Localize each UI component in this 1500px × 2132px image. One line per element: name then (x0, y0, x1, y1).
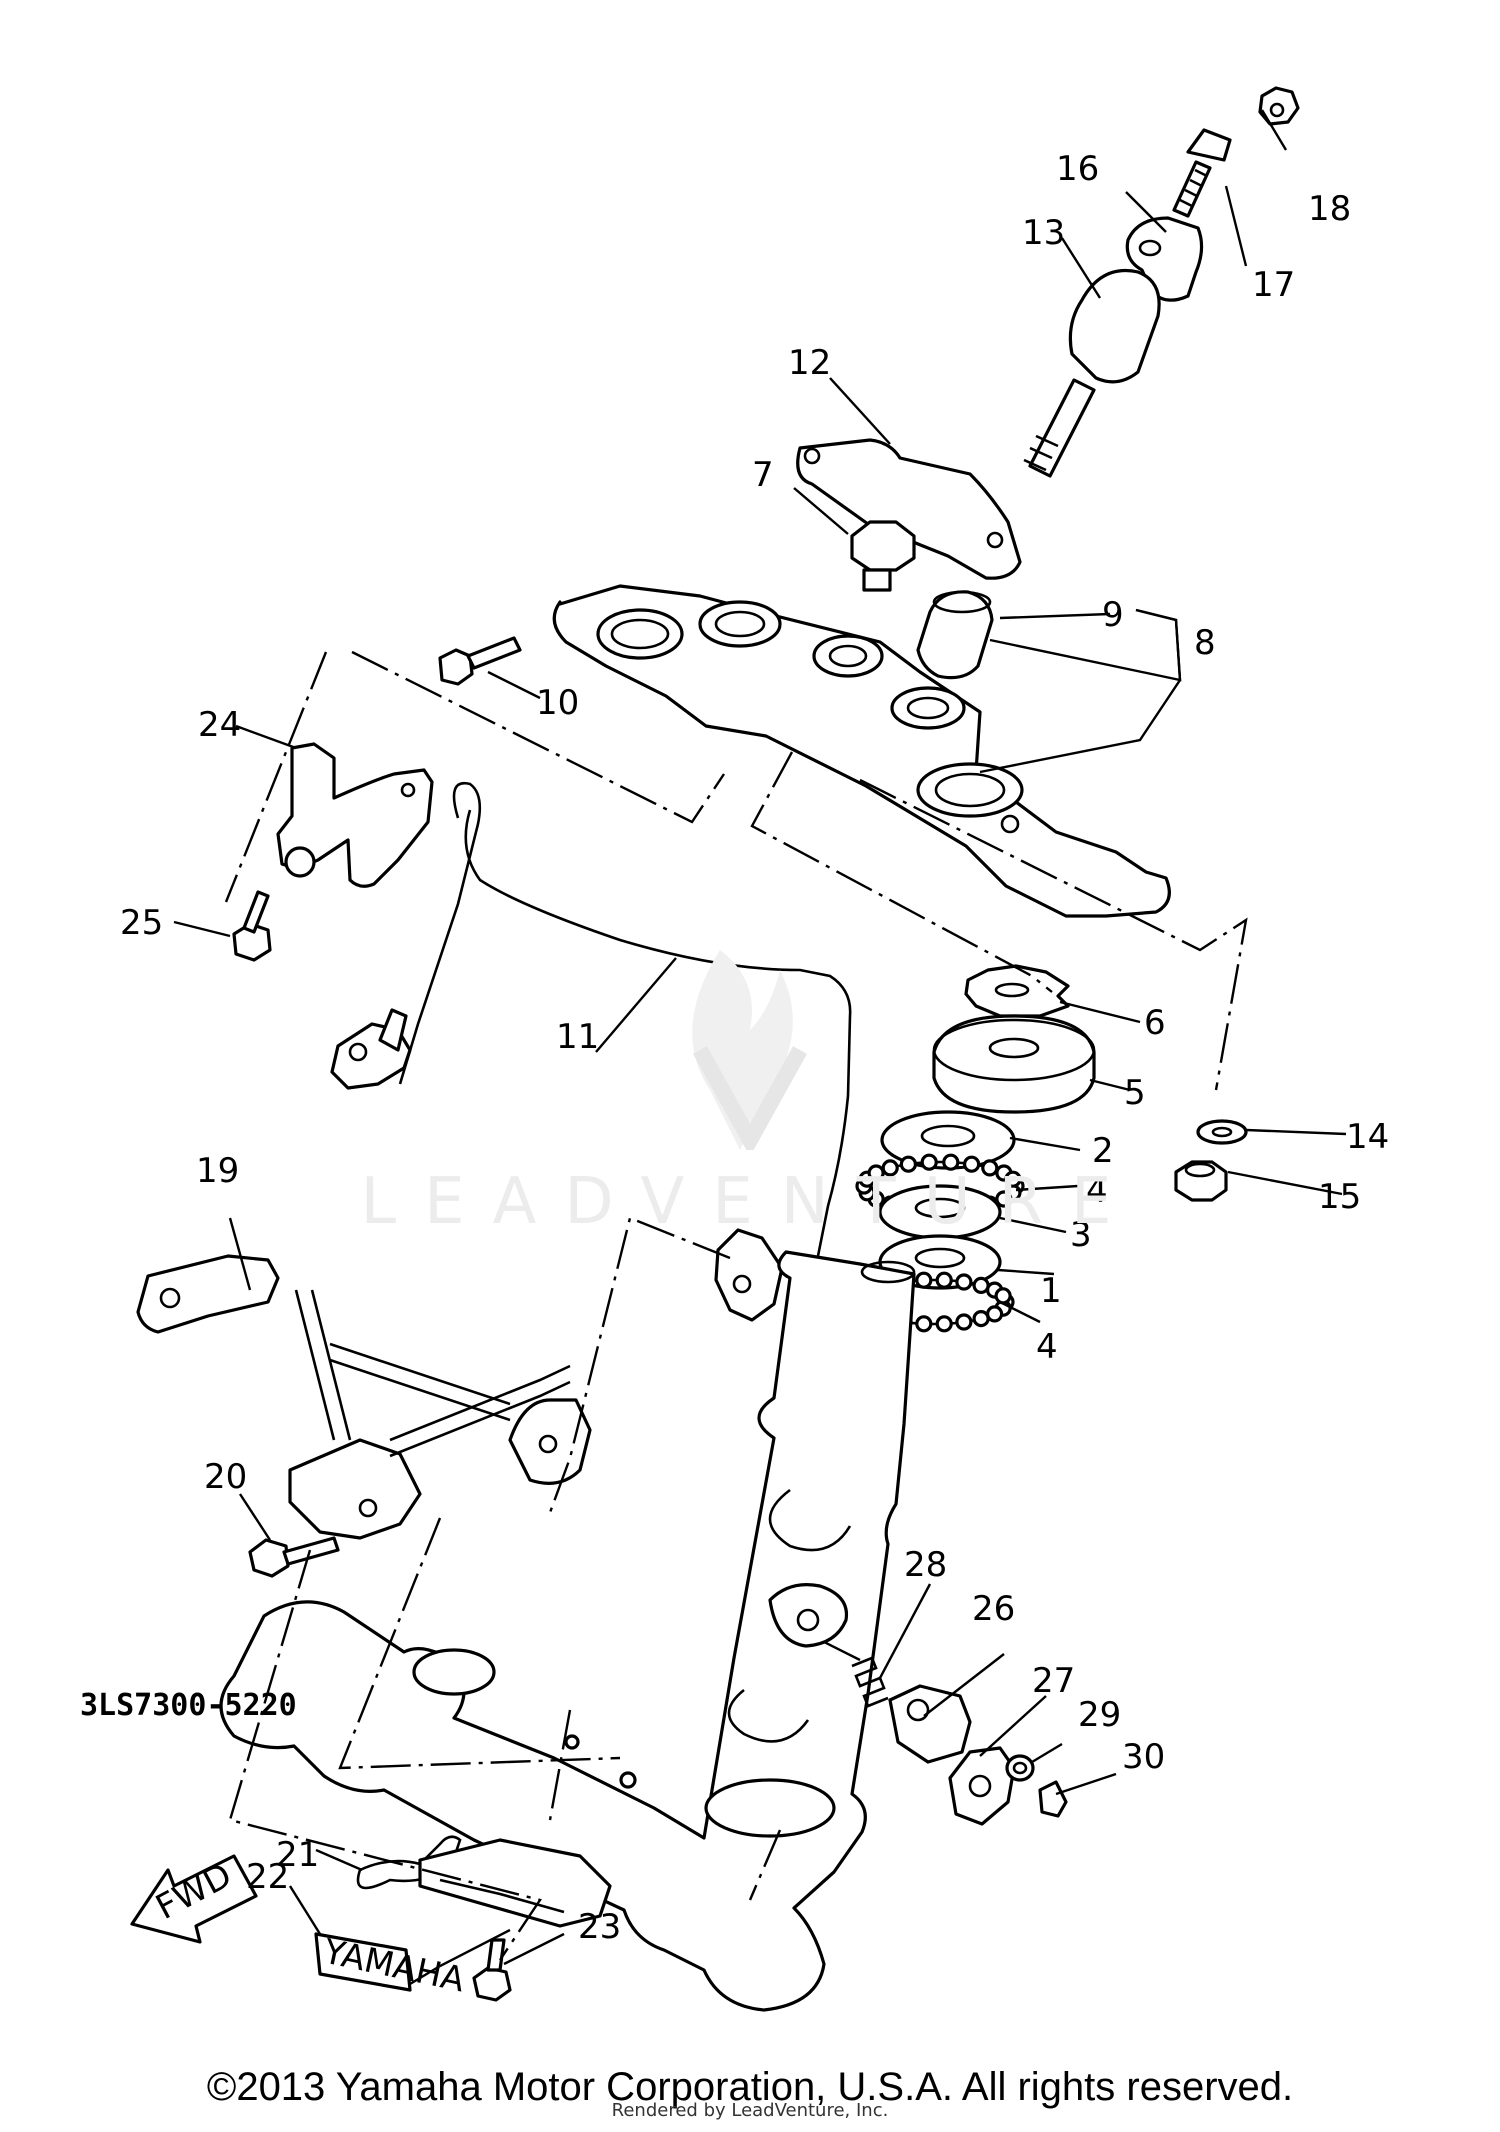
nut-15 (1174, 1160, 1228, 1202)
callout-9: 9 (1102, 595, 1124, 635)
bearing-ball (1004, 1170, 1022, 1188)
callout-12: 12 (788, 343, 831, 383)
callout-2: 2 (1092, 1131, 1114, 1171)
damper-9 (916, 590, 994, 680)
bearing-ball (935, 1315, 953, 1333)
callout-11: 11 (556, 1017, 599, 1057)
callout-28: 28 (904, 1545, 947, 1585)
callout-22: 22 (246, 1857, 289, 1897)
cover-27 (948, 1746, 1016, 1826)
spring-28 (851, 1656, 889, 1708)
bearing-ball (972, 1276, 990, 1295)
plate-12 (796, 438, 1022, 580)
callout-5: 5 (1124, 1073, 1146, 1113)
under-bracket (219, 1250, 916, 2012)
callout-17: 17 (1252, 265, 1295, 305)
callout-21: 21 (276, 1835, 319, 1875)
leader-lines (173, 109, 1347, 1986)
emblem-bracket (418, 1838, 612, 1928)
washer-14 (1196, 1119, 1248, 1145)
callout-10: 10 (536, 683, 579, 723)
bearing-ball (985, 1305, 1004, 1323)
upper-bracket-8 (552, 584, 1171, 918)
callout-14: 14 (1346, 1117, 1389, 1157)
callout-1: 1 (1040, 1271, 1062, 1311)
callout-27: 27 (1032, 1661, 1075, 1701)
bearing-ball (994, 1287, 1012, 1305)
assembly-lines (224, 650, 1248, 1961)
callout-15: 15 (1318, 1177, 1361, 1217)
bearing-ball (972, 1309, 990, 1328)
bearing-ball (867, 1164, 885, 1182)
bearing-ball (955, 1313, 973, 1331)
callout-23: 23 (578, 1907, 621, 1947)
callout-19: 19 (196, 1151, 239, 1191)
callout-13: 13 (1022, 213, 1065, 253)
bearing-ball (920, 1153, 938, 1171)
drawing-number: 3LS7300-5220 (80, 1688, 297, 1723)
callout-4-upper: 4 (1086, 1171, 1108, 1211)
leadventure-watermark-logo (692, 950, 807, 1150)
ring-nut-5 (932, 1014, 1096, 1114)
copyright-notice: ©2013 Yamaha Motor Corporation, U.S.A. A… (206, 2065, 1294, 2109)
callout-18: 18 (1308, 189, 1351, 229)
bolt-20 (248, 1536, 340, 1578)
bearing-ball (881, 1159, 899, 1177)
nut-18 (1258, 86, 1300, 126)
callout-3: 3 (1070, 1215, 1092, 1255)
ring-nut-6 (964, 964, 1070, 1018)
leadventure-watermark-text: LEADVENTURE (360, 1165, 1140, 1239)
callout-24: 24 (198, 705, 241, 745)
bearing-ball (981, 1159, 999, 1177)
callout-30: 30 (1122, 1737, 1165, 1777)
bolt-23 (472, 1938, 512, 2002)
bolt-10 (438, 636, 522, 686)
callout-16: 16 (1056, 149, 1099, 189)
callout-4-lower: 4 (1036, 1327, 1058, 1367)
emblem-22: YAMAHA (314, 1931, 468, 2000)
upper-handlebar-holder-16 (1125, 216, 1204, 302)
callout-20: 20 (204, 1457, 247, 1497)
bearing-ball (899, 1155, 918, 1173)
bearing-ball (915, 1315, 933, 1333)
bolt-25 (232, 890, 272, 962)
callout-7: 7 (752, 455, 774, 495)
bracket-24 (276, 742, 434, 888)
spring-21 (356, 1835, 462, 1890)
callout-6: 6 (1144, 1003, 1166, 1043)
lower-handlebar-holder-13 (1023, 269, 1161, 478)
emblem-text: YAMAHA (319, 1931, 468, 2000)
bearing-ball (915, 1271, 933, 1289)
fwd-arrow: FWD (130, 1854, 258, 1944)
callouts: 1 2 3 4 4 5 6 7 8 9 10 11 12 13 14 15 16… (120, 149, 1389, 1947)
cap-30 (1038, 1780, 1068, 1818)
bearing-ball (962, 1155, 981, 1173)
callout-25: 25 (120, 903, 163, 943)
callout-26: 26 (972, 1589, 1015, 1629)
bearing-ball (995, 1190, 1013, 1208)
steering-lock-26 (888, 1684, 972, 1764)
rendered-by-notice: Rendered by LeadVenture, Inc. (611, 2100, 889, 2121)
bearing-ball (942, 1153, 960, 1171)
bearing-ball (955, 1273, 973, 1291)
bearing-ball (935, 1271, 953, 1289)
callout-8: 8 (1194, 623, 1216, 663)
washer-29 (1005, 1754, 1035, 1782)
callout-29: 29 (1078, 1695, 1121, 1735)
crown-nut-7 (850, 520, 916, 592)
bracket-19 (136, 1254, 592, 1540)
bolt-17 (1172, 128, 1232, 218)
